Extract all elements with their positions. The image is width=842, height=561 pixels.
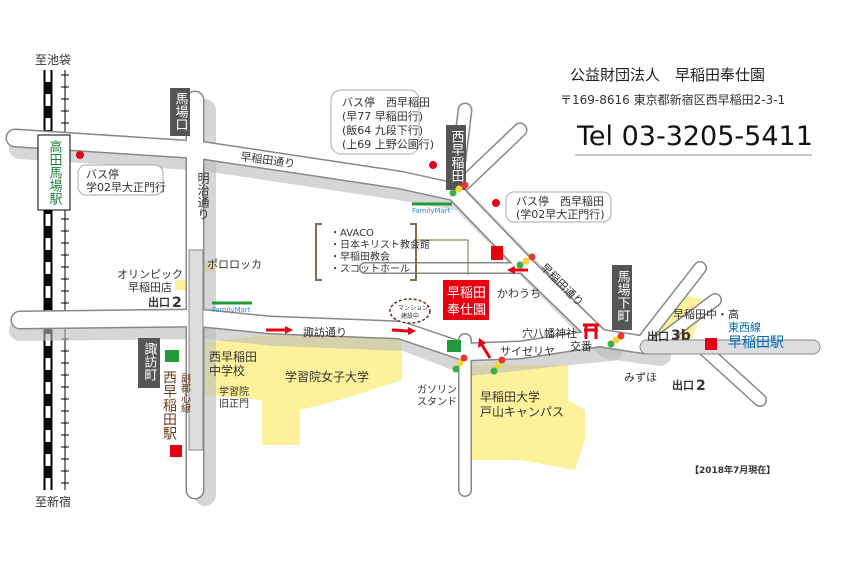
label-anahachiman: 穴八幡神社	[522, 326, 577, 340]
svg-text:・AVACO: ・AVACO	[330, 228, 374, 239]
road-label-suwa-dori: 諏訪通り	[303, 325, 347, 339]
svg-text:馬場下町: 馬場下町	[615, 270, 631, 322]
mansion-construction: マンション 建設中	[389, 298, 431, 324]
svg-text:(学02早大正門行): (学02早大正門行)	[516, 207, 605, 221]
tozai-line-label: 東西線	[728, 320, 761, 334]
svg-text:(飯64 九段下行): (飯64 九段下行)	[342, 123, 423, 137]
label-kawauchi: かわうち	[497, 287, 541, 300]
bus-stop-icon	[429, 161, 437, 169]
bus-stop-icon	[76, 151, 84, 159]
sign-suwacho: 諏訪町	[138, 338, 160, 388]
svg-text:(早77 早稲田行): (早77 早稲田行)	[342, 110, 423, 123]
convenience-store-icon	[165, 350, 179, 362]
waseda-toyama-campus	[472, 365, 585, 470]
svg-text:奉仕園: 奉仕園	[447, 303, 486, 318]
label-gakushuin-univ: 学習院女子大学	[285, 369, 369, 384]
to-shinjuku-label: 至新宿	[35, 494, 71, 509]
svg-text:出口: 出口	[148, 295, 170, 309]
svg-text:バス停: バス停	[86, 167, 119, 181]
svg-text:・スコットホール: ・スコットホール	[330, 263, 410, 275]
post-office-icon	[170, 445, 182, 457]
familymart-1: FamilyMart	[412, 202, 452, 215]
svg-text:西早稲田: 西早稲田	[449, 130, 465, 182]
tel-number[interactable]: Tel 03-3205-5411	[576, 121, 813, 152]
label-saizeriya: サイゼリヤ	[500, 345, 555, 358]
nishiwaseda-station-label[interactable]: 西早稲田駅	[161, 370, 177, 440]
svg-text:早稲田: 早稲田	[447, 286, 486, 301]
date-note: 【2018年7月現在】	[690, 464, 775, 476]
label-olympic: オリンピック	[117, 268, 183, 281]
label-waseda-toyama-2: 戸山キャンパス	[480, 405, 564, 419]
station-name: 高田馬場駅	[47, 139, 63, 206]
svg-text:諏訪町: 諏訪町	[142, 341, 158, 381]
tozai-platform	[639, 339, 821, 355]
svg-text:出口: 出口	[672, 378, 694, 392]
waseda-hoshien-marker[interactable]: 早稲田 奉仕園	[443, 280, 489, 320]
gakushuin-area	[205, 332, 402, 445]
label-gakushuin-gate-2: 旧正門	[219, 398, 249, 410]
label-gas-station: ガソリン	[417, 384, 457, 396]
shrine-torii-icon	[583, 323, 599, 339]
takadanobaba-station[interactable]: 高田馬場駅	[37, 134, 71, 211]
svg-text:バス停 西早稲田: バス停 西早稲田	[342, 95, 430, 109]
mailbox-icon	[491, 246, 503, 260]
bus-stop-nishiwaseda-east[interactable]: バス停 西早稲田 (学02早大正門行)	[492, 191, 612, 223]
svg-text:・日本キリスト教会館: ・日本キリスト教会館	[330, 238, 430, 251]
svg-text:出口: 出口	[647, 329, 669, 343]
label-olympic-2: 早稲田店	[128, 280, 172, 294]
familymart-2: FamilyMart	[212, 301, 252, 314]
direction-arrows	[266, 266, 528, 359]
traffic-lights	[449, 181, 625, 375]
sign-babashitacho: 馬場下町	[612, 265, 632, 330]
label-koban: 交番	[570, 339, 592, 353]
svg-text:学02早大正門行: 学02早大正門行	[86, 180, 166, 194]
bus-stop-nishiwaseda-north[interactable]: バス停 西早稲田 (早77 早稲田行) (飯64 九段下行) (上69 上野公園…	[330, 89, 437, 169]
to-ikebukuro-label: 至池袋	[35, 53, 71, 67]
label-nishiwaseda-jhs: 西早稲田	[209, 350, 257, 364]
fukutoshin-platform	[188, 249, 204, 451]
bus-stop-icon	[492, 199, 500, 207]
fukutoshin-line-label: 副都心線	[179, 373, 191, 413]
svg-text:バス停 西早稲田: バス停 西早稲田	[516, 194, 604, 208]
svg-text:2: 2	[172, 295, 182, 311]
label-polo: ポロロッカ	[207, 258, 262, 271]
gas-station-icon	[447, 340, 461, 352]
road-label-meiji-dori: 明治通り	[196, 172, 210, 220]
address: 〒169-8616 東京都新宿区西早稲田2-3-1	[560, 92, 785, 107]
building-list: ・AVACO ・日本キリスト教会館 ・早稲田教会 ・スコットホール	[315, 223, 469, 281]
label-nishiwaseda-jhs-2: 中学校	[209, 363, 245, 378]
svg-text:FamilyMart: FamilyMart	[412, 207, 451, 215]
label-waseda-jhs: 早稲田中・高	[673, 307, 739, 321]
label-mizuho: みずほ	[624, 371, 657, 384]
svg-text:・早稲田教会: ・早稲田教会	[330, 250, 390, 263]
svg-text:FamilyMart: FamilyMart	[212, 306, 251, 314]
svg-text:2: 2	[696, 378, 706, 394]
svg-text:馬場口: 馬場口	[173, 92, 189, 131]
svg-text:(上69 上野公園行): (上69 上野公園行)	[342, 138, 434, 151]
svg-text:3b: 3b	[671, 328, 691, 344]
svg-text:建設中: 建設中	[401, 312, 419, 320]
sign-babaguchi: 馬場口	[170, 88, 190, 136]
sign-nishiwaseda: 西早稲田	[446, 125, 466, 190]
label-waseda-toyama: 早稲田大学	[480, 389, 540, 404]
post-office-icon	[705, 338, 717, 350]
label-gakushuin-gate: 学習院	[219, 385, 249, 398]
org-name: 公益財団法人 早稲田奉仕園	[570, 66, 765, 84]
waseda-station-label[interactable]: 早稲田駅	[728, 335, 784, 351]
svg-text:マンション: マンション	[398, 305, 428, 312]
label-gas-station-2: スタンド	[417, 396, 457, 408]
bus-stop-takadanobaba[interactable]: バス停 学02早大正門行	[76, 151, 166, 196]
